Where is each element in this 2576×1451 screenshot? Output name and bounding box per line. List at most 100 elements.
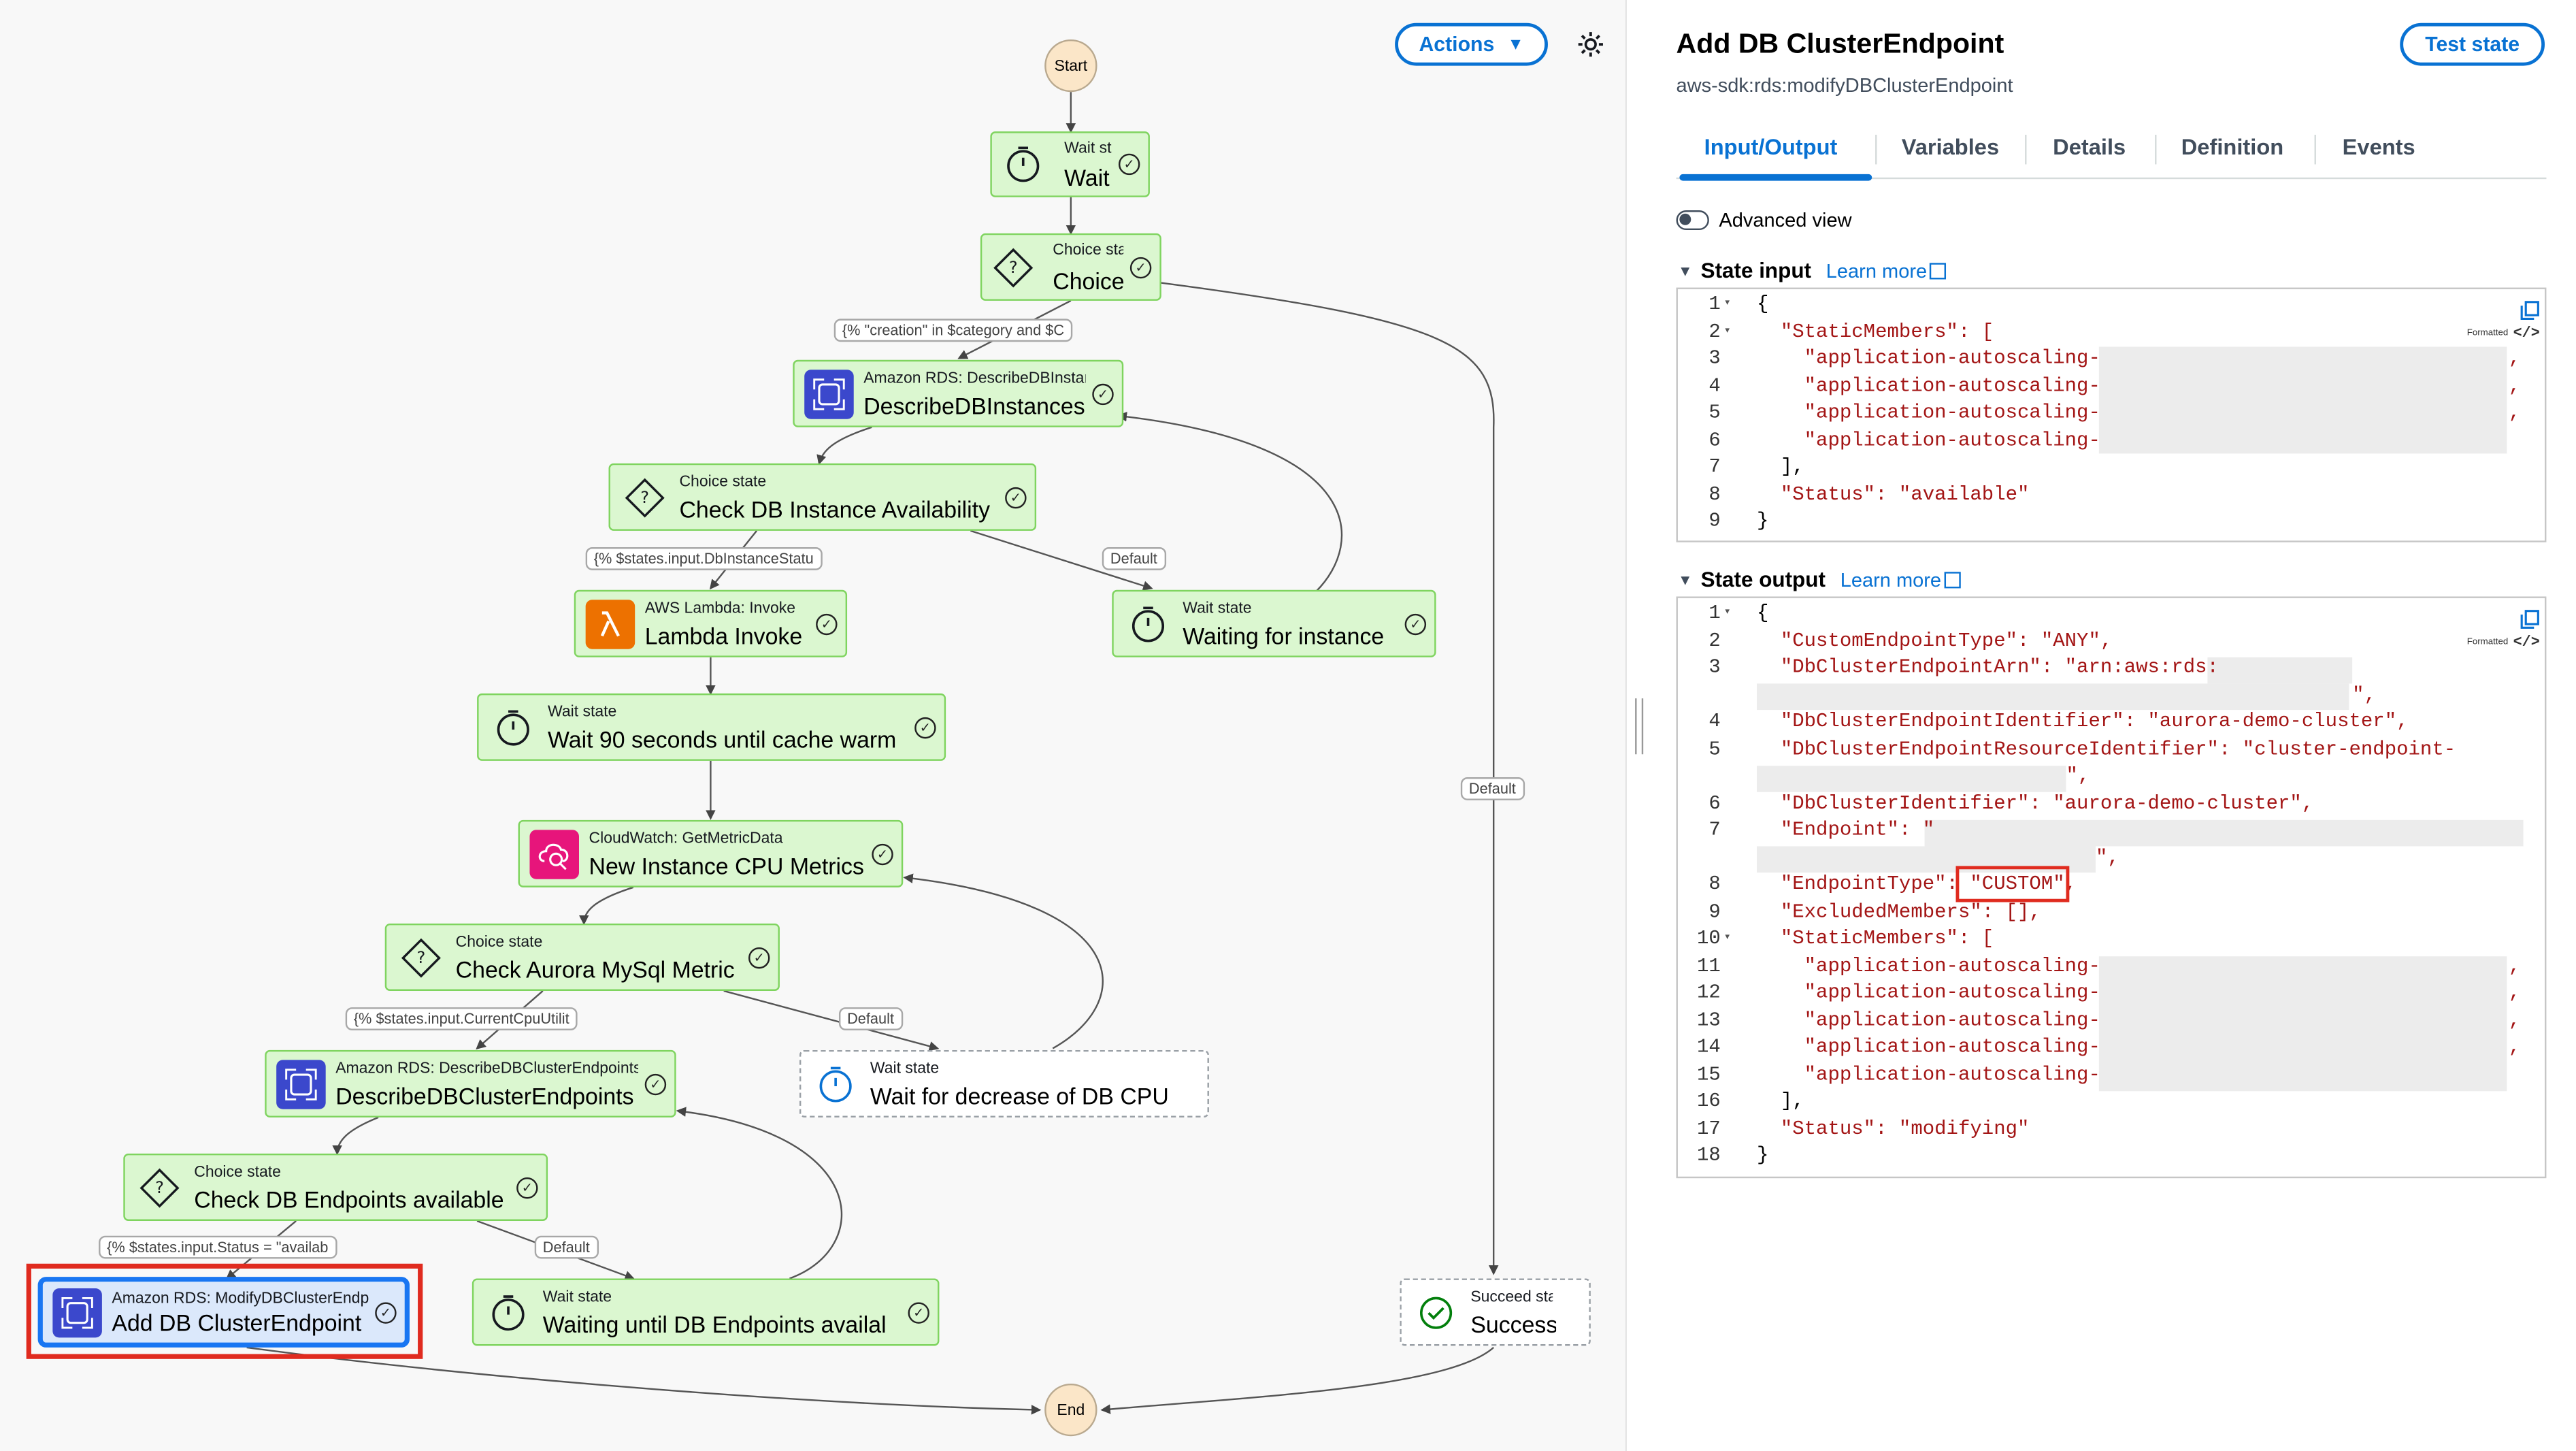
cloudwatch-icon	[529, 829, 579, 879]
check-circle-icon: ✓	[516, 1176, 538, 1199]
line-number: 1	[1708, 292, 1721, 316]
code-text: ,	[2508, 1035, 2521, 1058]
code-text: "EndpointType": "CUSTOM",	[1756, 873, 2077, 896]
code-text: "DbClusterIdentifier": "aurora-demo-clus…	[1756, 791, 2314, 815]
advanced-view-toggle[interactable]	[1676, 210, 1709, 231]
state-title: New Instance CPU Metrics	[589, 853, 864, 879]
state-input-editor[interactable]: Formatted</> 1▾{ 2▾ "StaticMembers": [ 3…	[1676, 287, 2547, 542]
line-number: 2	[1708, 319, 1721, 343]
timer-icon	[484, 1288, 533, 1337]
code-text: "application-autoscaling-	[1756, 374, 2100, 397]
line-number: 16	[1696, 1089, 1721, 1113]
pane-divider[interactable]	[1625, 0, 1649, 1451]
code-text: ",	[2352, 683, 2376, 706]
code-text: "ExcludedMembers": [],	[1756, 899, 2041, 923]
state-wait-for-decrease-of-db-cpu[interactable]: Wait state Wait for decrease of DB CPU	[799, 1049, 1209, 1118]
state-input-header[interactable]: ▼ State input Learn more	[1678, 258, 1947, 282]
external-link-icon	[1944, 571, 1962, 588]
check-circle-icon: ✓	[816, 613, 838, 634]
line-number: 4	[1708, 374, 1721, 397]
graph-edges	[225, 92, 1499, 1415]
edge-label-condition: {% $states.input.CurrentCpuUtilit	[345, 1007, 578, 1030]
formatted-toggle[interactable]: Formatted</>	[2467, 325, 2540, 342]
resource-arn: aws-sdk:rds:modifyDBClusterEndpoint	[1676, 74, 2013, 97]
line-number: 9	[1708, 509, 1721, 533]
edge-label-condition: {% $states.input.Status = "availab	[99, 1235, 337, 1259]
svg-text:?: ?	[155, 1177, 164, 1196]
state-title: Check Aurora MySql Metric	[455, 956, 735, 983]
code-text: "Status": "modifying"	[1756, 1116, 2030, 1140]
tab-details[interactable]: Details	[2053, 134, 2126, 160]
state-title: Wait	[1064, 164, 1110, 191]
learn-more-text: Learn more	[1826, 259, 1928, 282]
learn-more-text: Learn more	[1840, 568, 1942, 591]
endpoint-type-highlight	[1955, 866, 2070, 902]
formatted-toggle[interactable]: Formatted</>	[2467, 634, 2540, 651]
learn-more-link[interactable]: Learn more	[1826, 259, 1947, 282]
state-title: Wait 90 seconds until cache warm	[548, 726, 897, 753]
state-type-label: Wait st	[1064, 140, 1112, 158]
code-icon: </>	[2513, 634, 2540, 651]
start-node[interactable]: Start	[1044, 39, 1097, 93]
state-waiting-until-db-endpoints-available[interactable]: Wait state Waiting until DB Endpoints av…	[472, 1278, 940, 1346]
state-new-instance-cpu-metrics[interactable]: CloudWatch: GetMetricData New Instance C…	[518, 819, 904, 887]
state-wait[interactable]: Wait st Wait ✓	[990, 131, 1150, 197]
advanced-view-label: Advanced view	[1719, 208, 1852, 232]
tab-input-output[interactable]: Input/Output	[1704, 134, 1838, 160]
state-describe-db-instances[interactable]: Amazon RDS: DescribeDBInstar DescribeDBI…	[793, 359, 1124, 427]
learn-more-link[interactable]: Learn more	[1840, 568, 1962, 591]
state-success[interactable]: Succeed sta Success	[1400, 1278, 1591, 1346]
state-type-label: CloudWatch: GetMetricData	[589, 830, 783, 848]
state-type-label: Wait state	[1183, 600, 1252, 618]
code-text: "Status": "available"	[1756, 482, 2030, 506]
state-title: Wait for decrease of DB CPU	[870, 1083, 1169, 1109]
actions-button[interactable]: Actions ▼	[1395, 22, 1548, 66]
line-number: 12	[1696, 981, 1721, 1005]
state-check-db-instance-availability[interactable]: ? Choice state Check DB Instance Availab…	[608, 463, 1037, 531]
state-add-db-cluster-endpoint[interactable]: Amazon RDS: ModifyDBClusterEndp Add DB C…	[37, 1277, 410, 1348]
state-type-label: Wait state	[548, 703, 617, 721]
copy-icon[interactable]	[2520, 608, 2540, 629]
state-title: DescribeDBClusterEndpoints	[335, 1083, 634, 1109]
state-output-header[interactable]: ▼ State output Learn more	[1677, 567, 1962, 591]
svg-text:?: ?	[640, 487, 649, 506]
end-node[interactable]: End	[1044, 1384, 1097, 1437]
state-type-label: Amazon RDS: DescribeDBClusterEndpoints	[335, 1060, 639, 1078]
state-type-label: Wait state	[542, 1288, 612, 1307]
line-number: 6	[1708, 791, 1721, 815]
panel-title: Add DB ClusterEndpoint	[1676, 28, 2004, 59]
code-text: "application-autoscaling-	[1756, 953, 2100, 977]
state-check-aurora-mysql-metric[interactable]: ? Choice state Check Aurora MySql Metric…	[384, 923, 780, 991]
code-text: ,	[2508, 401, 2521, 424]
state-wait-90-seconds[interactable]: Wait state Wait 90 seconds until cache w…	[477, 693, 946, 761]
state-lambda-invoke[interactable]: AWS Lambda: Invoke Lambda Invoke ✓	[574, 589, 848, 657]
timer-icon	[489, 702, 538, 751]
tab-events[interactable]: Events	[2342, 134, 2415, 160]
workflow-graph-pane[interactable]: Start Wait st Wait ✓ ? Choice sta Choice…	[0, 0, 1625, 1451]
resize-handle[interactable]	[1635, 698, 1644, 755]
state-output-editor[interactable]: Formatted</> 1▾{ 2 "CustomEndpointType":…	[1676, 596, 2547, 1179]
state-describe-db-cluster-endpoints[interactable]: Amazon RDS: DescribeDBClusterEndpoints D…	[265, 1049, 676, 1118]
collapse-caret-icon: ▼	[1677, 571, 1693, 588]
code-text: "application-autoscaling-	[1756, 427, 2100, 451]
gear-icon[interactable]	[1576, 29, 1606, 59]
state-type-label: Choice state	[679, 473, 767, 491]
state-title: Waiting until DB Endpoints availal	[542, 1311, 887, 1338]
code-text: ],	[1756, 455, 1804, 478]
tab-variables[interactable]: Variables	[1901, 134, 2000, 160]
line-number: 14	[1696, 1035, 1721, 1058]
code-text: "DbClusterEndpointIdentifier": "aurora-d…	[1756, 710, 2409, 733]
code-text: "application-autoscaling-	[1756, 1035, 2100, 1058]
tab-definition[interactable]: Definition	[2181, 134, 2284, 160]
state-waiting-for-instance[interactable]: Wait state Waiting for instance ✓	[1112, 589, 1436, 657]
edge-label-default: Default	[1460, 777, 1524, 800]
edge-label-default: Default	[838, 1007, 903, 1030]
test-state-button[interactable]: Test state	[2400, 22, 2545, 66]
check-circle-icon: ✓	[1005, 486, 1027, 508]
line-number: 4	[1708, 710, 1721, 733]
edge-label-default: Default	[534, 1235, 598, 1259]
state-check-db-endpoints-available[interactable]: ? Choice state Check DB Endpoints availa…	[123, 1153, 548, 1221]
state-choice[interactable]: ? Choice sta Choice ✓	[980, 233, 1161, 301]
copy-icon[interactable]	[2520, 299, 2540, 320]
